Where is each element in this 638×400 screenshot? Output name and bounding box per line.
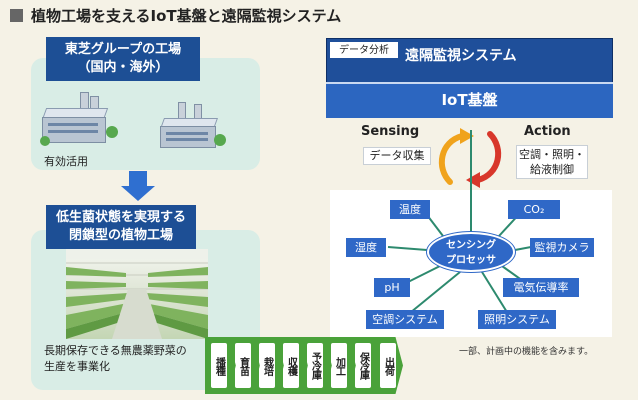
plant-caption-line2: 生産を事業化	[44, 360, 110, 373]
plant-factory-photo	[66, 249, 208, 339]
cycle-arrows-icon	[439, 128, 501, 188]
monitoring-camera-node: 監視カメラ	[530, 238, 594, 257]
down-arrow-head-icon	[121, 186, 155, 201]
plant-header: 低生菌状態を実現する 閉鎖型の植物工場	[46, 205, 196, 249]
title-bullet	[10, 9, 23, 22]
factory-header-line1: 東芝グループの工場	[64, 42, 182, 57]
air-system-node: 空調システム	[366, 310, 444, 329]
page-title: 植物工場を支えるIoT基盤と遠隔監視システム	[31, 7, 342, 25]
action-label: Action	[524, 124, 571, 139]
temperature-node: 温度	[390, 200, 430, 219]
sensing-processor-node: センシング プロセッサ	[427, 232, 515, 272]
remote-monitoring-title: 遠隔監視システム	[405, 48, 517, 64]
action-control-box: 空調・照明・ 給液制御	[516, 145, 588, 179]
data-analysis-tag: データ分析	[329, 41, 399, 59]
process-step-label: 収穫	[283, 343, 299, 388]
process-step-label: 育苗	[235, 343, 251, 388]
action-control-line2: 給液制御	[530, 163, 574, 176]
plant-caption-line1: 長期保存できる無農薬野菜の	[44, 344, 187, 357]
effective-use-label: 有効活用	[44, 155, 88, 168]
action-control-line1: 空調・照明・	[519, 148, 585, 161]
factory-header-line2: （国内・海外）	[77, 60, 169, 75]
plant-header-line2: 閉鎖型の植物工場	[68, 228, 173, 243]
sensing-label: Sensing	[361, 124, 420, 139]
sensing-processor-line1: センシング	[446, 240, 496, 251]
process-step-label: 栽培	[259, 343, 275, 388]
data-collection-box: データ収集	[363, 147, 431, 165]
down-arrow-icon	[129, 171, 147, 187]
process-step-label: 予冷庫	[307, 343, 323, 388]
lighting-system-node: 照明システム	[478, 310, 556, 329]
iot-platform-bar: IoT基盤	[326, 82, 613, 118]
footnote: 一部、計画中の機能を含みます。	[459, 347, 594, 357]
co2-node: CO₂	[508, 200, 560, 219]
process-step-label: 出荷	[380, 343, 396, 388]
plant-caption: 長期保存できる無農薬野菜の 生産を事業化	[44, 343, 187, 375]
process-step-label: 保冷庫	[355, 343, 371, 388]
process-step-label: 播種	[211, 343, 227, 388]
factory-header: 東芝グループの工場 （国内・海外）	[46, 37, 200, 81]
humidity-node: 湿度	[346, 238, 386, 257]
conductivity-node: 電気伝導率	[503, 278, 579, 297]
factory-illustration-right	[158, 102, 228, 157]
factory-illustration-left	[40, 92, 120, 152]
process-step-sowing: 播種	[205, 337, 239, 394]
ph-node: pH	[374, 278, 410, 297]
plant-factory-photo-drawing	[66, 249, 208, 339]
plant-header-line1: 低生菌状態を実現する	[55, 210, 186, 225]
sensing-processor-line2: プロセッサ	[446, 255, 496, 266]
process-step-label: 加工	[331, 343, 347, 388]
